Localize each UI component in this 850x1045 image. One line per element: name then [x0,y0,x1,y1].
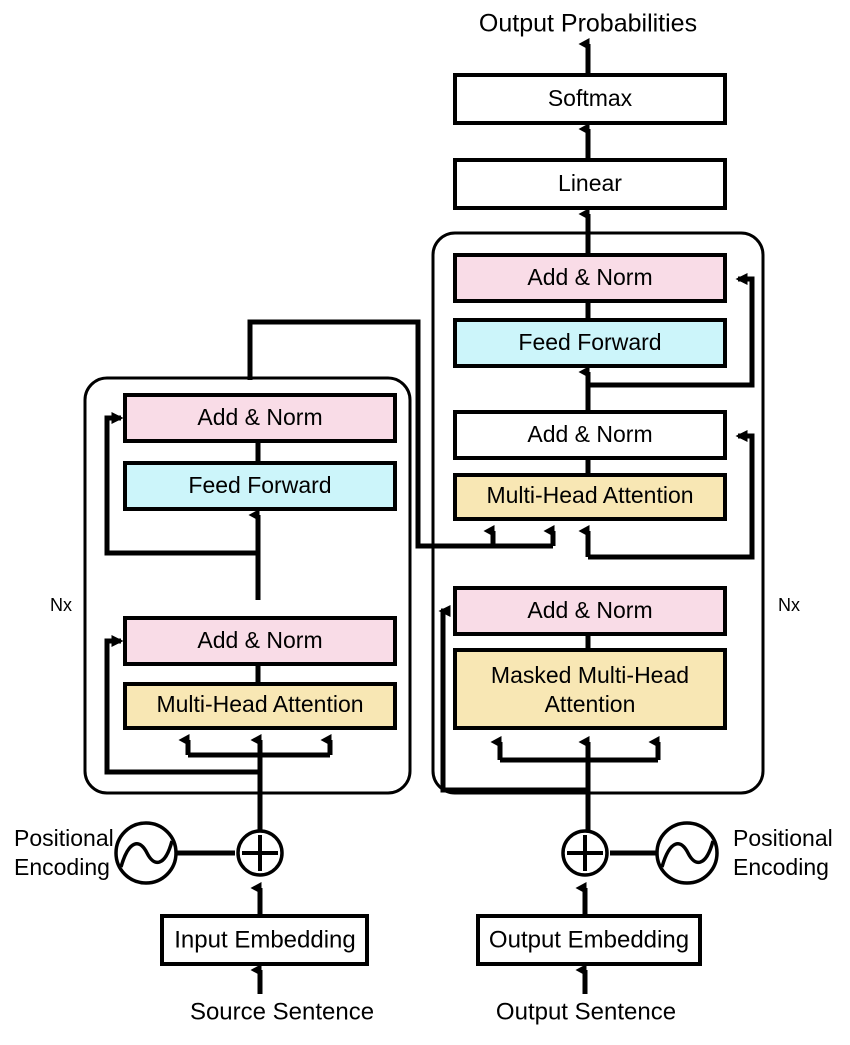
encoder-residual-feedforward [104,412,258,556]
output-probabilities-label: Output Probabilities [479,10,697,38]
encoder-to-decoder-connection [247,319,493,549]
encoder-feed-forward-label: Feed Forward [188,472,331,498]
encoder-add-norm-bottom-label: Add & Norm [197,627,322,653]
decoder-positional-encoding-icon [655,821,719,885]
encoder-nx-label: Nx [50,595,72,615]
decoder-feed-forward-box [453,318,727,368]
decoder-add-norm-top-label: Add & Norm [527,264,652,290]
input-embedding-label: Input Embedding [174,926,355,953]
encoder-multi-head-attention-label: Multi-Head Attention [156,691,363,717]
encoder-feed-forward-box [123,461,397,511]
output-sentence-label: Output Sentence [496,998,676,1025]
decoder-residual-crossattention [588,430,755,560]
encoder-positional-encoding-label-line2: Encoding [14,854,110,880]
input-embedding-box [160,914,369,966]
decoder-multi-head-attention-label: Multi-Head Attention [486,482,693,508]
decoder-nx-label: Nx [778,595,800,615]
decoder-residual-tap [440,760,588,793]
decoder-stack-container [431,231,765,795]
softmax-box [453,73,727,125]
encoder-stack-container [83,376,412,795]
encoder-sum-icon [236,829,284,877]
decoder-residual-feedforward [588,273,755,388]
decoder-feed-forward-label: Feed Forward [518,329,661,355]
decoder-sum-icon [561,829,609,877]
decoder-positional-encoding-label-line2: Encoding [733,854,829,880]
decoder-masked-attention-box [453,648,727,730]
decoder-masked-attention-label-line2: Attention [545,691,636,717]
decoder-add-norm-top-box [453,253,727,303]
encoder-multi-head-attention-box [123,682,397,730]
encoder-positional-encoding-label-line1: Positional [14,825,114,851]
output-embedding-box [476,914,702,966]
decoder-add-norm-mid-label: Add & Norm [527,421,652,447]
source-sentence-label: Source Sentence [190,998,374,1025]
decoder-multi-head-attention-box [453,473,727,521]
encoder-positional-encoding-icon [114,821,178,885]
encoder-add-norm-top-label: Add & Norm [197,404,322,430]
decoder-masked-attention-label-line1: Masked Multi-Head [491,662,689,688]
linear-box [453,158,727,210]
softmax-label: Softmax [548,85,633,111]
decoder-positional-encoding-label-line1: Positional [733,825,833,851]
output-embedding-label: Output Embedding [489,926,689,953]
decoder-add-norm-bottom-label: Add & Norm [527,597,652,623]
linear-label: Linear [558,170,622,196]
decoder-residual-masked-attention [438,605,451,760]
